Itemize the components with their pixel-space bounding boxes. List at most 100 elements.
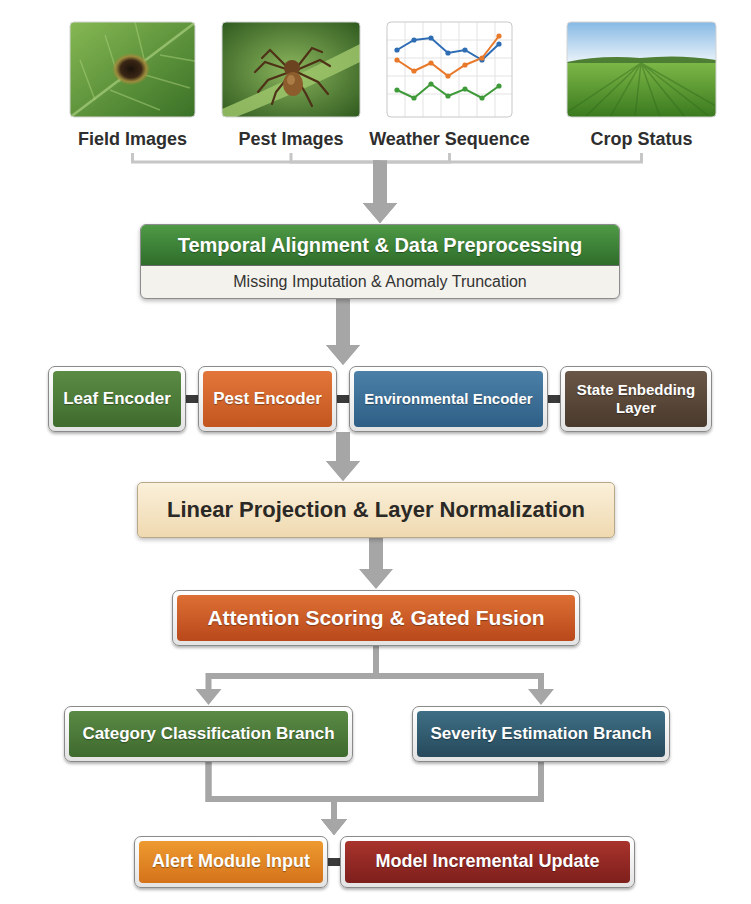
connector bbox=[328, 862, 340, 863]
connector bbox=[326, 432, 360, 481]
box-label: Pest Encoder bbox=[203, 371, 332, 427]
block-arrow bbox=[326, 299, 360, 365]
image-panel: Crop Status bbox=[567, 22, 716, 150]
marker bbox=[428, 81, 433, 86]
marker bbox=[394, 57, 399, 62]
connector bbox=[133, 153, 398, 223]
chart-ground bbox=[387, 22, 512, 117]
leaf-vein bbox=[80, 22, 195, 110]
marker bbox=[428, 60, 433, 65]
marker bbox=[411, 37, 416, 42]
connector-line bbox=[380, 153, 642, 162]
series-markers bbox=[394, 33, 501, 78]
arrow-head bbox=[321, 819, 347, 835]
arrow-head bbox=[321, 819, 347, 835]
connector-line bbox=[133, 153, 381, 162]
marker bbox=[411, 95, 416, 100]
box-label: Linear Projection & Layer Normalization bbox=[138, 483, 614, 537]
series-line bbox=[397, 36, 499, 76]
embedding-box: State Enbedding Layer bbox=[560, 366, 712, 432]
block-arrow bbox=[363, 161, 397, 224]
connector-line bbox=[186, 395, 198, 403]
encoder-box: Environmental Encoder bbox=[349, 366, 548, 432]
image-panel: Field Images bbox=[70, 22, 195, 150]
image-frame bbox=[70, 22, 195, 117]
series-line bbox=[397, 38, 499, 60]
branch-box: Category Classification Branch bbox=[64, 706, 353, 762]
marker bbox=[411, 68, 416, 73]
branch-box: Severity Estimation Branch bbox=[412, 706, 670, 762]
connector bbox=[321, 762, 541, 835]
series-markers bbox=[394, 81, 501, 100]
marker bbox=[428, 35, 433, 40]
crop-field-photo bbox=[567, 22, 716, 117]
connector-line bbox=[209, 762, 335, 821]
box-label: Severity Estimation Branch bbox=[417, 711, 665, 757]
process-band: Temporal Alignment & Data PreprocessingM… bbox=[140, 224, 620, 299]
marker bbox=[394, 47, 399, 52]
leg bbox=[262, 50, 286, 66]
box-label: Alert Module Input bbox=[139, 841, 323, 883]
marker bbox=[445, 93, 450, 98]
marker bbox=[479, 55, 484, 60]
box-label: Leaf Encoder bbox=[53, 371, 181, 427]
block-arrow bbox=[359, 538, 393, 589]
connector-line bbox=[376, 646, 541, 691]
connector bbox=[209, 762, 348, 835]
abdomen-mark bbox=[287, 75, 295, 85]
box-label: Environmental Encoder bbox=[354, 371, 543, 427]
grid bbox=[387, 22, 512, 117]
image-caption: Pest Images bbox=[238, 128, 343, 150]
connector bbox=[209, 762, 348, 835]
marker bbox=[496, 83, 501, 88]
box-label: State Enbedding Layer bbox=[565, 371, 707, 427]
connector bbox=[196, 646, 377, 705]
connector-line bbox=[328, 858, 340, 866]
image-panel: Pest Images bbox=[222, 22, 360, 150]
leaf-blade bbox=[222, 40, 360, 117]
block-arrow bbox=[363, 161, 397, 224]
fusion-box: Attention Scoring & Gated Fusion bbox=[172, 590, 580, 646]
crop-rows bbox=[567, 63, 716, 117]
box-label: Temporal Alignment & Data Preprocessing bbox=[141, 225, 619, 266]
leg bbox=[255, 62, 286, 72]
connector-line bbox=[209, 646, 377, 691]
connector-line bbox=[291, 153, 380, 162]
box-label: Model Incremental Update bbox=[345, 841, 630, 883]
image-caption: Weather Sequence bbox=[369, 128, 530, 150]
connector bbox=[376, 646, 554, 705]
block-arrow bbox=[326, 432, 360, 481]
image-panel: Weather Sequence bbox=[368, 22, 531, 150]
connector bbox=[326, 299, 360, 365]
connector-line bbox=[334, 762, 541, 821]
connector bbox=[326, 299, 360, 365]
box-label: Attention Scoring & Gated Fusion bbox=[177, 595, 575, 641]
pest-photo bbox=[222, 22, 360, 117]
connector-line bbox=[209, 762, 335, 821]
connector-line bbox=[337, 395, 349, 403]
output-box: Alert Module Input bbox=[134, 836, 328, 888]
marker bbox=[462, 47, 467, 52]
weather-chart bbox=[387, 22, 512, 117]
image-caption: Field Images bbox=[78, 128, 187, 150]
connector-line bbox=[334, 762, 541, 821]
arrow-head bbox=[321, 819, 347, 835]
marker bbox=[394, 87, 399, 92]
connector-line bbox=[548, 395, 560, 403]
arrow-head bbox=[321, 819, 347, 835]
image-caption: Crop Status bbox=[590, 128, 692, 150]
process-box: Linear Projection & Layer Normalization bbox=[137, 482, 615, 538]
image-frame bbox=[387, 22, 512, 117]
encoder-box: Pest Encoder bbox=[198, 366, 337, 432]
marker bbox=[496, 41, 501, 46]
leaf-lesion-photo bbox=[70, 22, 195, 117]
spider-abdomen bbox=[283, 72, 303, 96]
block-arrow bbox=[363, 161, 397, 224]
output-box: Model Incremental Update bbox=[340, 836, 635, 888]
field bbox=[567, 63, 716, 117]
box-subtitle: Missing Imputation & Anomaly Truncation bbox=[141, 266, 619, 298]
connector bbox=[359, 538, 393, 589]
box-label: Category Classification Branch bbox=[69, 711, 348, 757]
block-arrow bbox=[326, 432, 360, 481]
connector bbox=[326, 432, 360, 481]
